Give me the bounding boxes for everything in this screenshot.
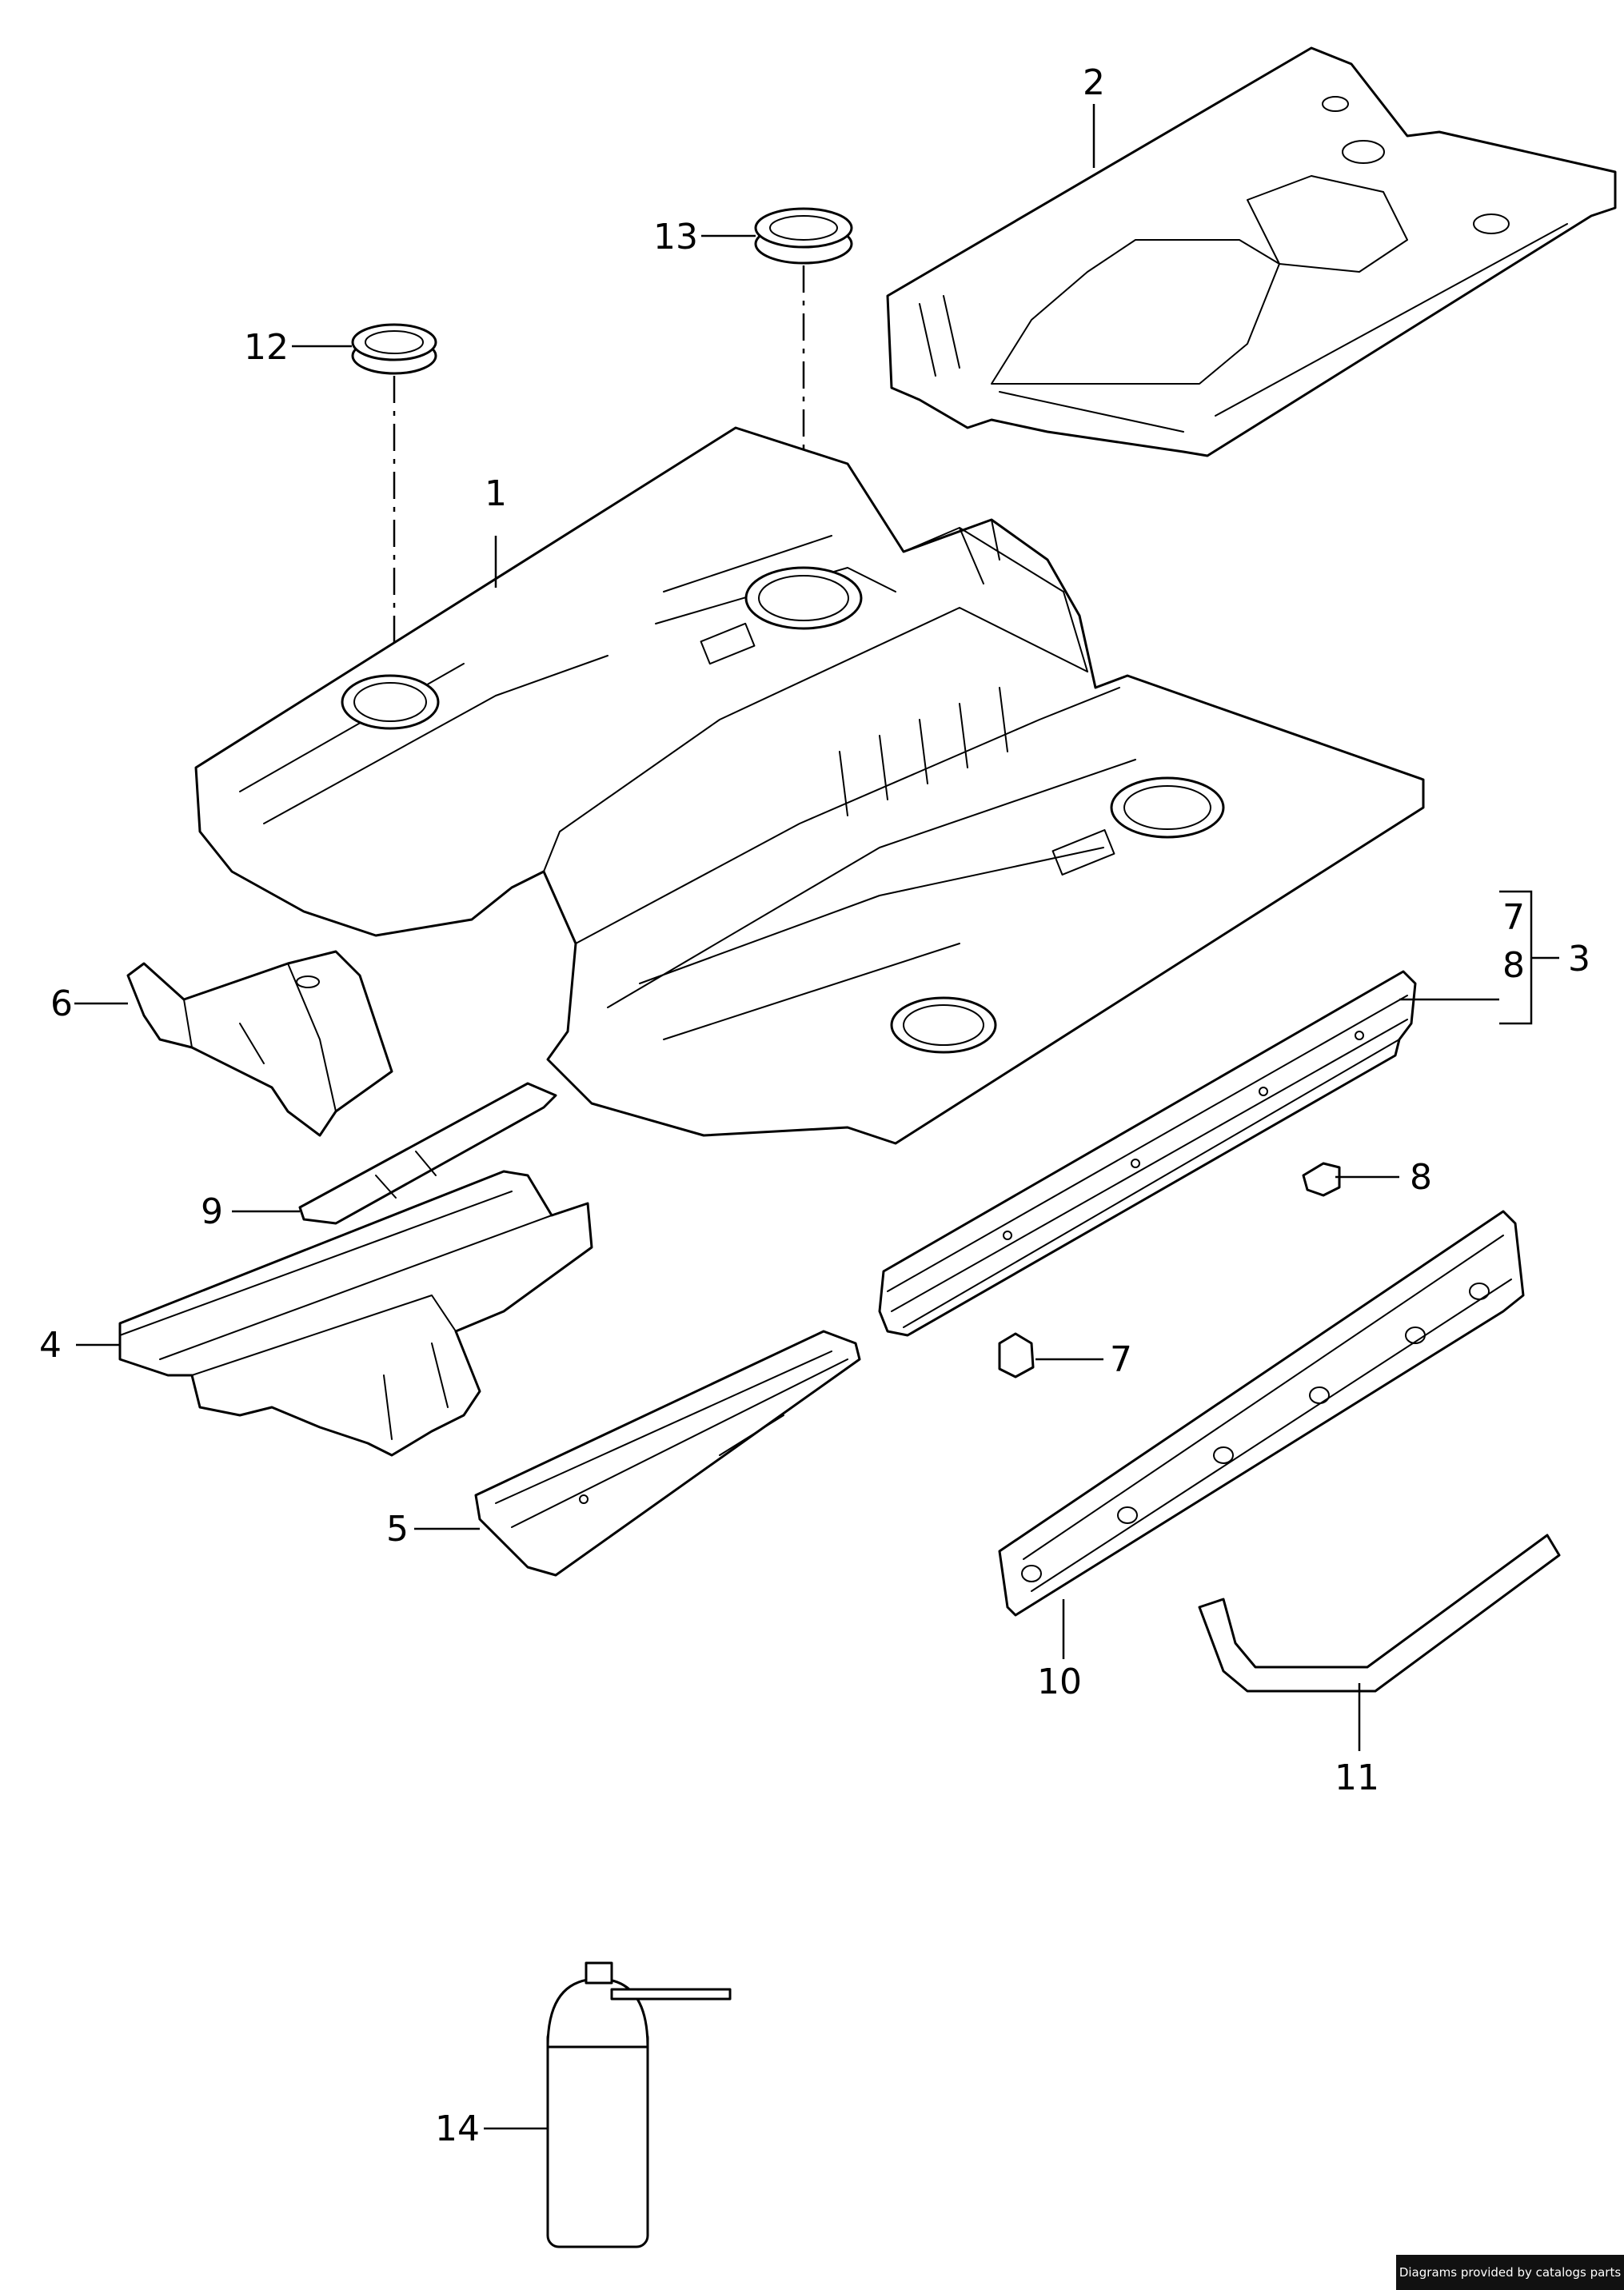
part-11-hose[interactable] (1198, 1534, 1561, 1693)
part-5-channel[interactable] (474, 1330, 861, 1577)
part-8-clip[interactable] (1302, 1162, 1341, 1197)
label-5: 5 (386, 1509, 409, 1550)
label-6: 6 (50, 983, 73, 1024)
label-10: 10 (1037, 1662, 1082, 1702)
part-9-strip[interactable] (298, 1082, 557, 1225)
part-4-cross-member[interactable] (118, 1170, 593, 1457)
label-7: 7 (1110, 1339, 1132, 1380)
label-8-group: 8 (1502, 945, 1525, 986)
part-3-side-member[interactable] (878, 970, 1417, 1337)
label-3: 3 (1568, 939, 1590, 979)
label-4: 4 (39, 1325, 62, 1366)
part-14-spray-can[interactable] (546, 1961, 732, 2248)
part-6-bracket[interactable] (126, 950, 393, 1137)
label-1: 1 (485, 473, 507, 514)
attribution-badge: Diagrams provided by catalogs parts (1396, 2255, 1624, 2290)
part-2-rear-floor[interactable] (886, 46, 1617, 457)
label-2: 2 (1083, 62, 1105, 103)
leader-lines (74, 104, 1559, 2130)
label-13: 13 (653, 217, 698, 257)
part-12-plug[interactable] (351, 323, 437, 375)
label-7-group: 7 (1502, 897, 1525, 938)
label-11: 11 (1335, 1757, 1379, 1798)
part-13-plug[interactable] (754, 207, 853, 265)
label-9: 9 (201, 1191, 223, 1232)
part-1-floor-pan[interactable] (194, 426, 1425, 1145)
label-8: 8 (1410, 1157, 1432, 1198)
part-10-sill-reinforcement[interactable] (998, 1210, 1525, 1617)
label-14: 14 (435, 2108, 480, 2149)
part-7-clip[interactable] (998, 1332, 1035, 1378)
label-12: 12 (244, 327, 289, 368)
